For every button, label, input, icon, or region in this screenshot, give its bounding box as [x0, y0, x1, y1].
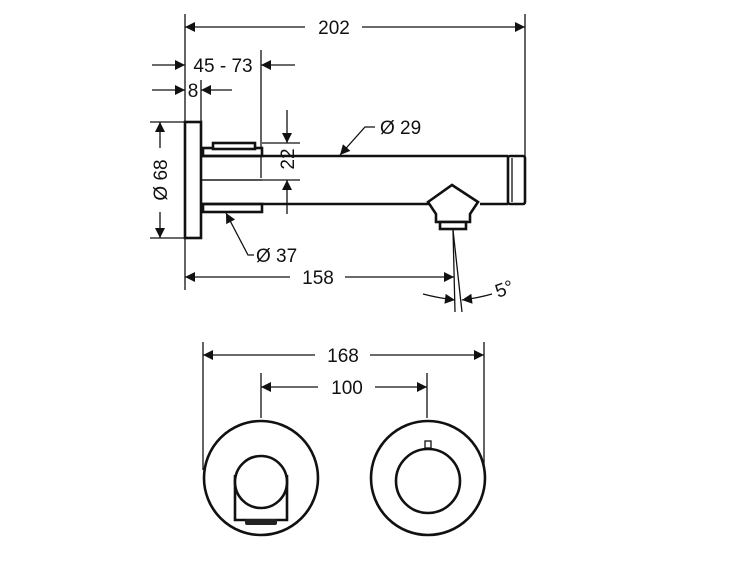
- front-view: 168 100: [202, 342, 487, 537]
- dimension-plate-diameter: Ø 68: [151, 122, 172, 238]
- spout-aerator-front: [245, 519, 277, 525]
- spout-front: [233, 454, 289, 510]
- spout-end-cap: [506, 154, 527, 206]
- spout-outlet: [426, 183, 480, 224]
- dim-37-label: Ø 37: [256, 246, 297, 267]
- dimension-center-distance: 100: [261, 378, 427, 399]
- dim-100-label: 100: [331, 378, 363, 399]
- dimension-outlet-angle: 5°: [422, 277, 517, 304]
- dim-22-label: 22: [278, 148, 299, 169]
- handle-knob-front: [394, 447, 462, 515]
- dimension-projection-range: 45 - 73: [152, 56, 295, 77]
- dim-168-label: 168: [327, 346, 359, 367]
- dim-5deg-label: 5°: [493, 277, 517, 303]
- dimension-plate-thickness: 8: [152, 81, 232, 102]
- wall-plate: [183, 120, 203, 240]
- handle-indicator: [424, 440, 432, 449]
- dim-45-73-label: 45 - 73: [193, 56, 252, 77]
- spout-rosette-front: [202, 419, 320, 537]
- dim-29-label: Ø 29: [380, 118, 421, 139]
- handle-rosette-front: [369, 419, 487, 537]
- dim-158-label: 158: [302, 268, 334, 289]
- dimension-spout-diameter: Ø 29: [339, 118, 421, 156]
- dim-8-label: 8: [188, 81, 199, 102]
- side-view: 202 45 - 73 8 Ø 68 22: [150, 14, 527, 313]
- dimension-rosette-diameter: Ø 37: [225, 212, 297, 267]
- dimension-overall-length: 202: [185, 18, 525, 39]
- dimension-outlet-distance: 158: [185, 268, 454, 289]
- aerator: [438, 220, 468, 231]
- dimension-overall-width: 168: [203, 346, 484, 367]
- dim-68-label: Ø 68: [151, 159, 172, 200]
- dimension-height-offset: 22: [278, 110, 299, 214]
- dim-202-label: 202: [318, 18, 350, 39]
